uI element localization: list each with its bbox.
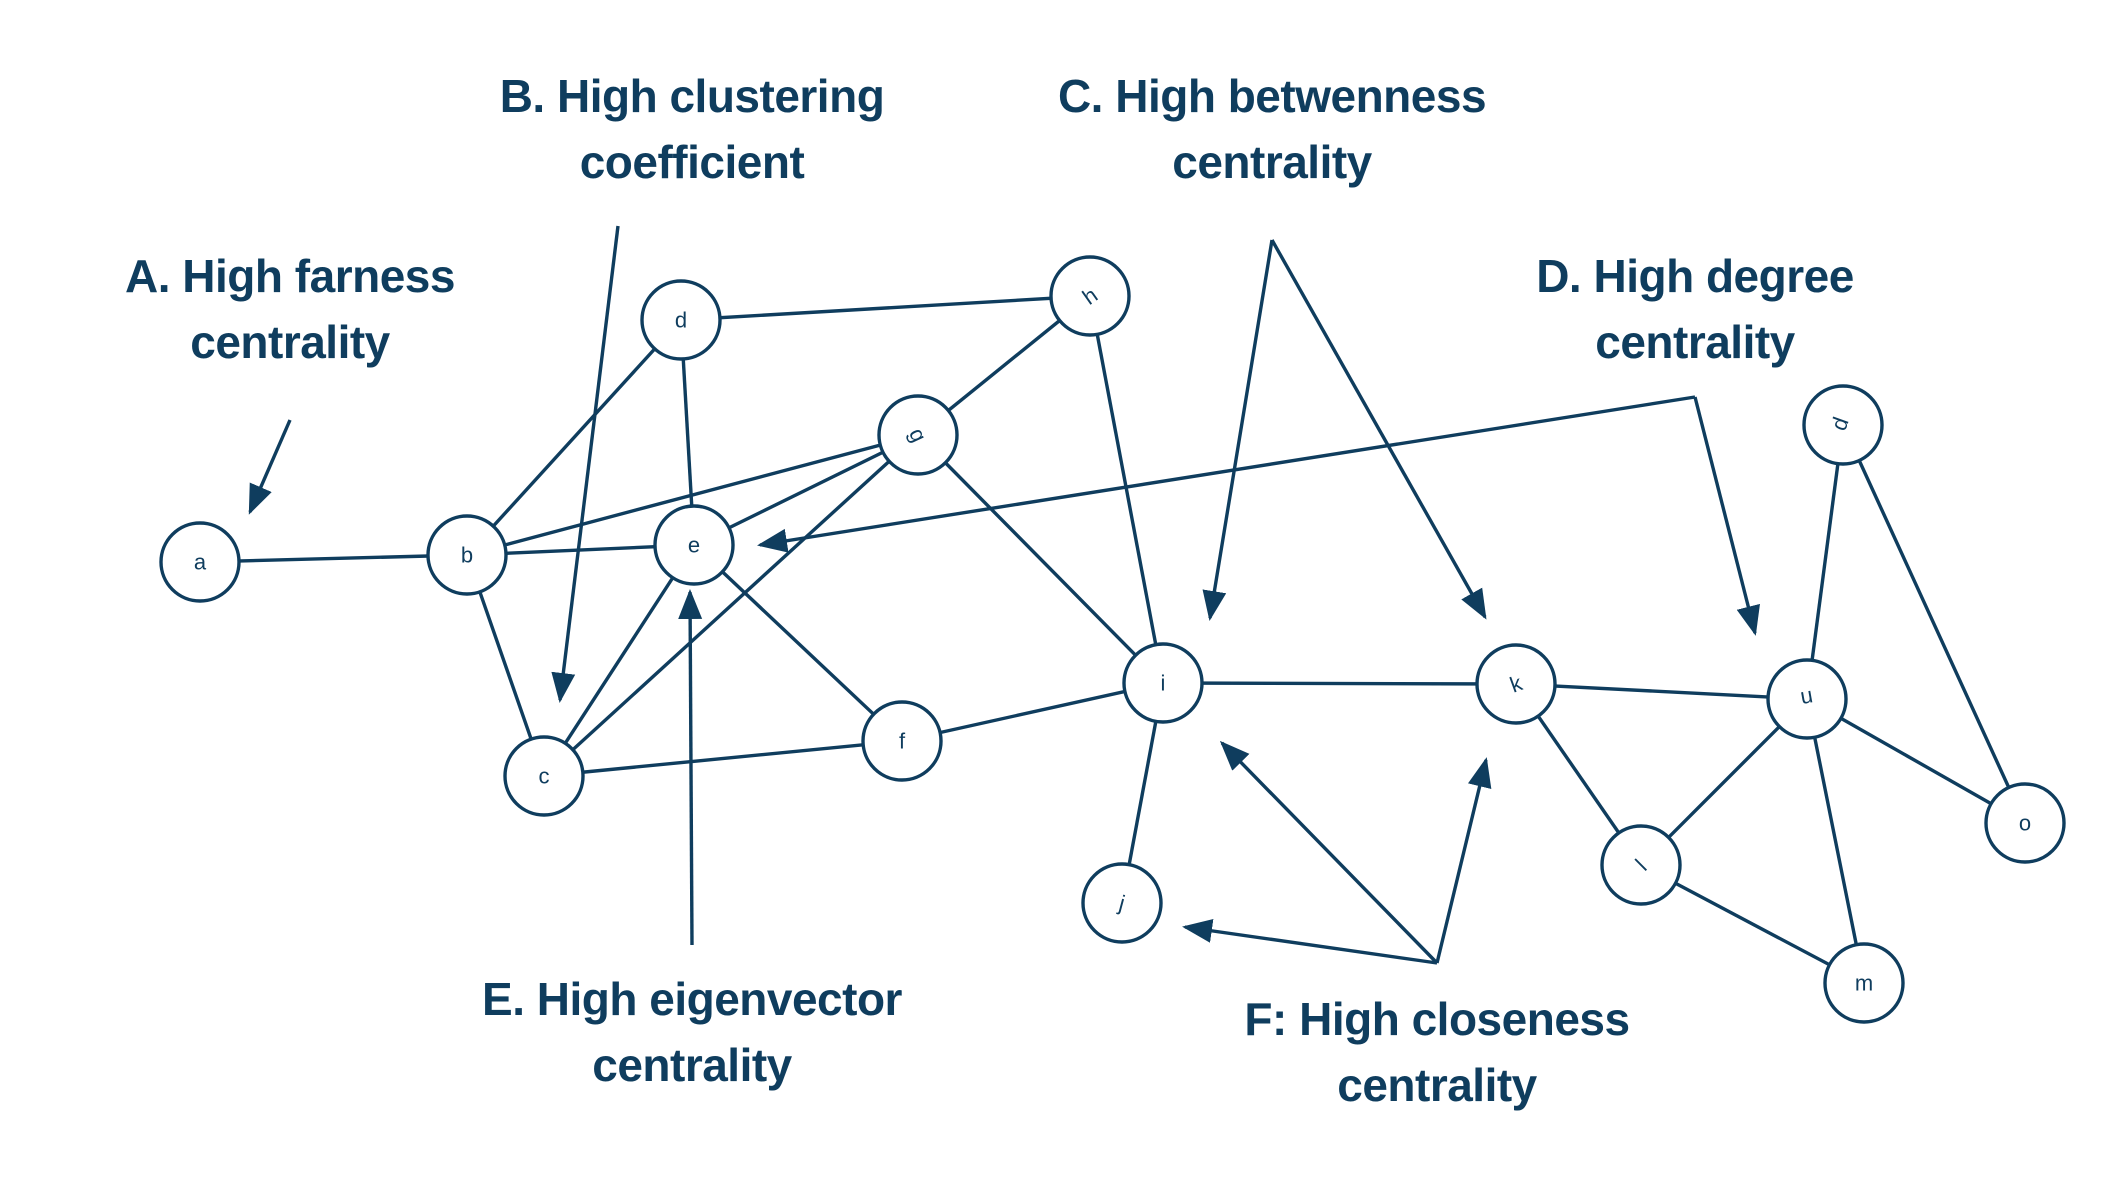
node-label-o: o — [2019, 811, 2031, 836]
caption-f-line1: F: High closeness — [1244, 993, 1629, 1045]
node-d: d — [640, 279, 722, 361]
annotation-arrows — [248, 225, 1760, 965]
node-label-f: f — [899, 729, 906, 754]
arrow-b-clustering — [551, 225, 620, 703]
caption-e-line1: E. High eigenvector — [482, 973, 903, 1025]
node-label-c: c — [539, 764, 550, 789]
edge-n-p — [1805, 424, 1845, 700]
caption-b-line2: coefficient — [580, 136, 805, 188]
edge-b-d — [465, 318, 683, 557]
node-circle-j — [1081, 862, 1163, 944]
nodes: a b c d e f g h i j k l m n o p — [159, 255, 2066, 1024]
node-circle-p — [1802, 384, 1884, 466]
node-circle-o — [1984, 782, 2066, 864]
caption-c-line1: C. High betwenness — [1058, 70, 1486, 122]
node-label-m: m — [1855, 971, 1873, 996]
node-circle-h — [1049, 255, 1131, 337]
edge-p-o — [1841, 424, 2027, 824]
node-f: f — [861, 700, 943, 782]
edge-k-n — [1515, 682, 1808, 701]
node-label-d: d — [675, 308, 687, 333]
arrow-d-to-n — [1693, 396, 1760, 636]
node-h: h — [1049, 255, 1131, 337]
edge-g-i — [916, 433, 1165, 685]
node-j: j — [1081, 862, 1163, 944]
arrow-e-eigenvector — [678, 589, 703, 946]
node-circle-a — [159, 521, 241, 603]
node-label-e: e — [688, 533, 700, 558]
edge-e-c — [542, 544, 696, 777]
node-i: i — [1122, 642, 1204, 724]
arrow-d-to-e — [757, 395, 1696, 553]
node-c: c — [503, 735, 585, 817]
caption-b-line1: B. High clustering — [500, 70, 885, 122]
node-p: p — [1802, 384, 1884, 466]
caption-d-line1: D. High degree — [1536, 250, 1854, 302]
node-circle-e — [653, 504, 735, 586]
edge-n-o — [1806, 697, 2026, 825]
node-l: l — [1600, 824, 1682, 906]
node-label-n: n — [1799, 686, 1815, 713]
node-circle-l — [1600, 824, 1682, 906]
node-g: g — [877, 394, 959, 476]
edge-l-m — [1640, 863, 1865, 985]
edge-i-k — [1162, 681, 1517, 686]
node-circle-k — [1475, 643, 1557, 725]
arrow-a-farness — [248, 419, 292, 515]
node-n: n — [1766, 658, 1848, 740]
caption-e-line2: centrality — [592, 1039, 792, 1091]
node-circle-f — [861, 700, 943, 782]
edge-g-c — [542, 433, 920, 778]
node-k: k — [1475, 643, 1557, 725]
node-o: o — [1984, 782, 2066, 864]
node-circle-i — [1122, 642, 1204, 724]
edge-a-b — [199, 553, 468, 564]
caption-a-line1: A. High farness — [125, 250, 455, 302]
node-circle-d — [640, 279, 722, 361]
arrow-c-to-k — [1270, 239, 1487, 620]
caption-c-line2: centrality — [1172, 136, 1372, 188]
node-label-a: a — [194, 550, 207, 575]
node-m: m — [1823, 942, 1905, 1024]
caption-f-line2: centrality — [1337, 1059, 1537, 1111]
node-label-i: i — [1161, 671, 1166, 696]
edge-d-h — [680, 294, 1091, 322]
node-circle-c — [503, 735, 585, 817]
arrow-f-to-k — [1435, 757, 1492, 964]
captions: A. High farness centrality B. High clust… — [125, 70, 1854, 1111]
edge-e-f — [692, 543, 904, 743]
node-circle-n — [1766, 658, 1848, 740]
edge-h-i — [1088, 295, 1165, 684]
edge-g-e — [693, 433, 919, 547]
arrow-f-to-j — [1182, 918, 1438, 965]
edge-f-i — [901, 681, 1164, 743]
node-e: e — [653, 504, 735, 586]
node-label-b: b — [461, 543, 473, 568]
node-circle-b — [426, 514, 508, 596]
edge-n-m — [1805, 698, 1866, 984]
caption-a-line2: centrality — [190, 316, 390, 368]
arrow-c-to-i — [1202, 239, 1274, 621]
node-circle-m — [1823, 942, 1905, 1024]
edge-c-f — [543, 739, 903, 778]
caption-d-line2: centrality — [1595, 316, 1795, 368]
node-circle-g — [877, 394, 959, 476]
node-b: b — [426, 514, 508, 596]
arrow-f-to-i — [1219, 740, 1439, 965]
node-a: a — [159, 521, 241, 603]
